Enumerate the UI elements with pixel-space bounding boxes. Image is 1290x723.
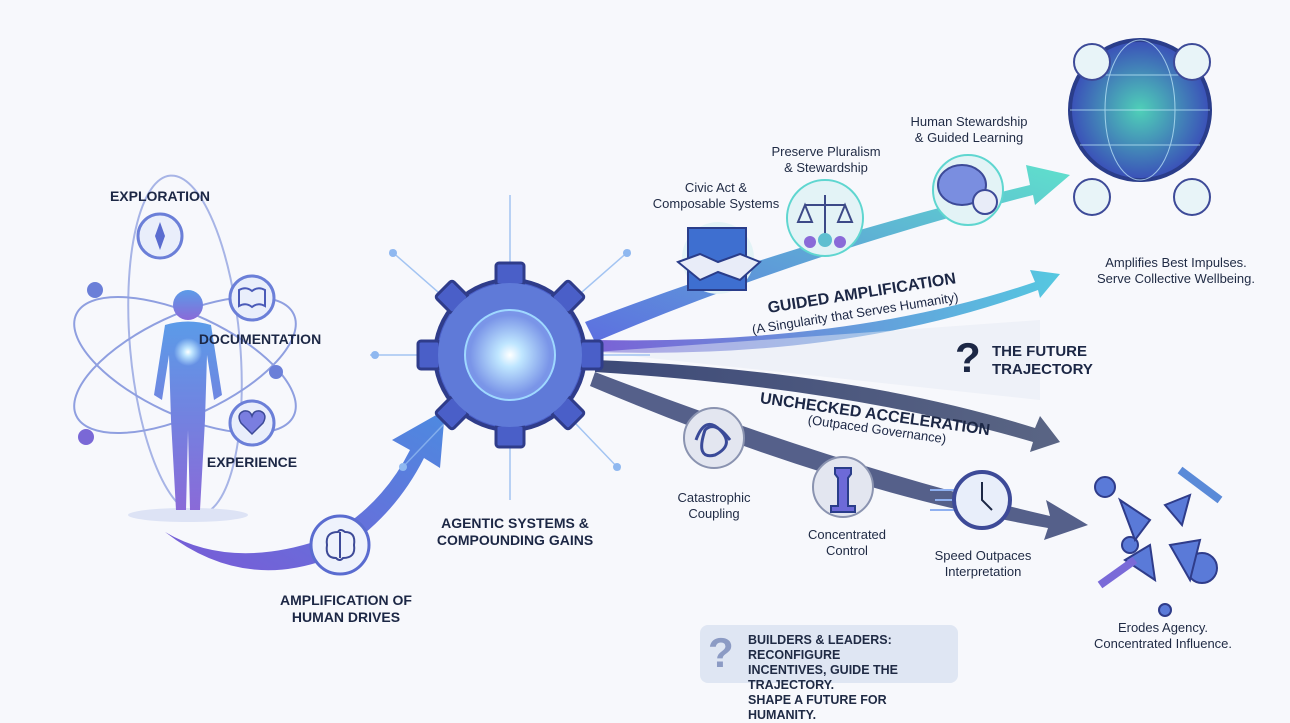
core-label: AGENTIC SYSTEMS &COMPOUNDING GAINS <box>437 515 593 549</box>
core-line2: COMPOUNDING GAINS <box>436 532 594 548</box>
gear-core <box>370 195 650 500</box>
cta-line2: INCENTIVES, GUIDE THE TRAJECTORY. <box>748 663 899 692</box>
core-line1: AGENTIC SYSTEMS & <box>441 515 589 531</box>
exploration-label: EXPLORATION <box>109 188 211 204</box>
step-line2: Interpretation <box>944 564 1022 579</box>
question-mark-icon: ? <box>955 334 981 381</box>
amplification-line2: HUMAN DRIVES <box>291 609 401 625</box>
human-figure-group <box>73 174 297 522</box>
book-icon <box>228 274 276 322</box>
step-line2: & Stewardship <box>784 160 868 175</box>
question-mark-icon: ? <box>708 629 734 676</box>
globe-icon <box>1068 38 1212 216</box>
outcome-line2: Concentrated Influence. <box>1093 636 1233 651</box>
upper-outcome-label: Amplifies Best Impulses.Serve Collective… <box>1097 255 1255 287</box>
tower-icon <box>812 456 874 518</box>
clock-icon <box>930 470 1012 530</box>
scales-people-icon <box>786 179 864 257</box>
brain-compass-icon <box>932 154 1004 226</box>
amplification-line1: AMPLIFICATION OF <box>280 592 412 608</box>
cta-line1: BUILDERS & LEADERS: RECONFIGURE <box>748 633 892 662</box>
future-line2: TRAJECTORY <box>992 361 1093 378</box>
step-line2: Coupling <box>688 506 740 521</box>
compass-icon <box>136 212 184 260</box>
upper-step-1-label: Civic Act &Composable Systems <box>653 180 779 212</box>
future-line1: THE FUTURE <box>992 343 1087 360</box>
step-line1: Speed Outpaces <box>934 548 1032 563</box>
step-line1: Concentrated <box>807 527 887 542</box>
heart-icon <box>228 399 276 447</box>
human-silhouette <box>154 290 222 510</box>
step-line2: Control <box>826 543 868 558</box>
brain-icon <box>309 514 371 576</box>
tangled-knot-icon <box>683 407 745 469</box>
step-line2: Composable Systems <box>652 196 780 211</box>
step-line1: Catastrophic <box>677 490 751 505</box>
handshake-icon <box>676 222 762 294</box>
cta-line3: SHAPE A FUTURE FOR HUMANITY. <box>748 693 887 722</box>
lower-outcome-label: Erodes Agency.Concentrated Influence. <box>1094 620 1232 652</box>
outcome-line1: Erodes Agency. <box>1117 620 1209 635</box>
documentation-label: DOCUMENTATION <box>198 331 322 347</box>
outcome-line1: Amplifies Best Impulses. <box>1105 255 1247 270</box>
step-line1: Human Stewardship <box>910 114 1028 129</box>
amplification-arrow <box>165 410 445 576</box>
step-line2: & Guided Learning <box>914 130 1024 145</box>
upper-step-3-label: Human Stewardship& Guided Learning <box>910 114 1027 146</box>
experience-label: EXPERIENCE <box>206 454 298 470</box>
outcome-line2: Serve Collective Wellbeing. <box>1097 271 1255 286</box>
step-line1: Civic Act & <box>684 180 748 195</box>
unchecked-acceleration-arrow <box>595 360 1060 452</box>
broken-chain-icon <box>1094 466 1223 617</box>
upper-step-2-label: Preserve Pluralism& Stewardship <box>771 144 880 176</box>
step-line1: Preserve Pluralism <box>771 144 881 159</box>
